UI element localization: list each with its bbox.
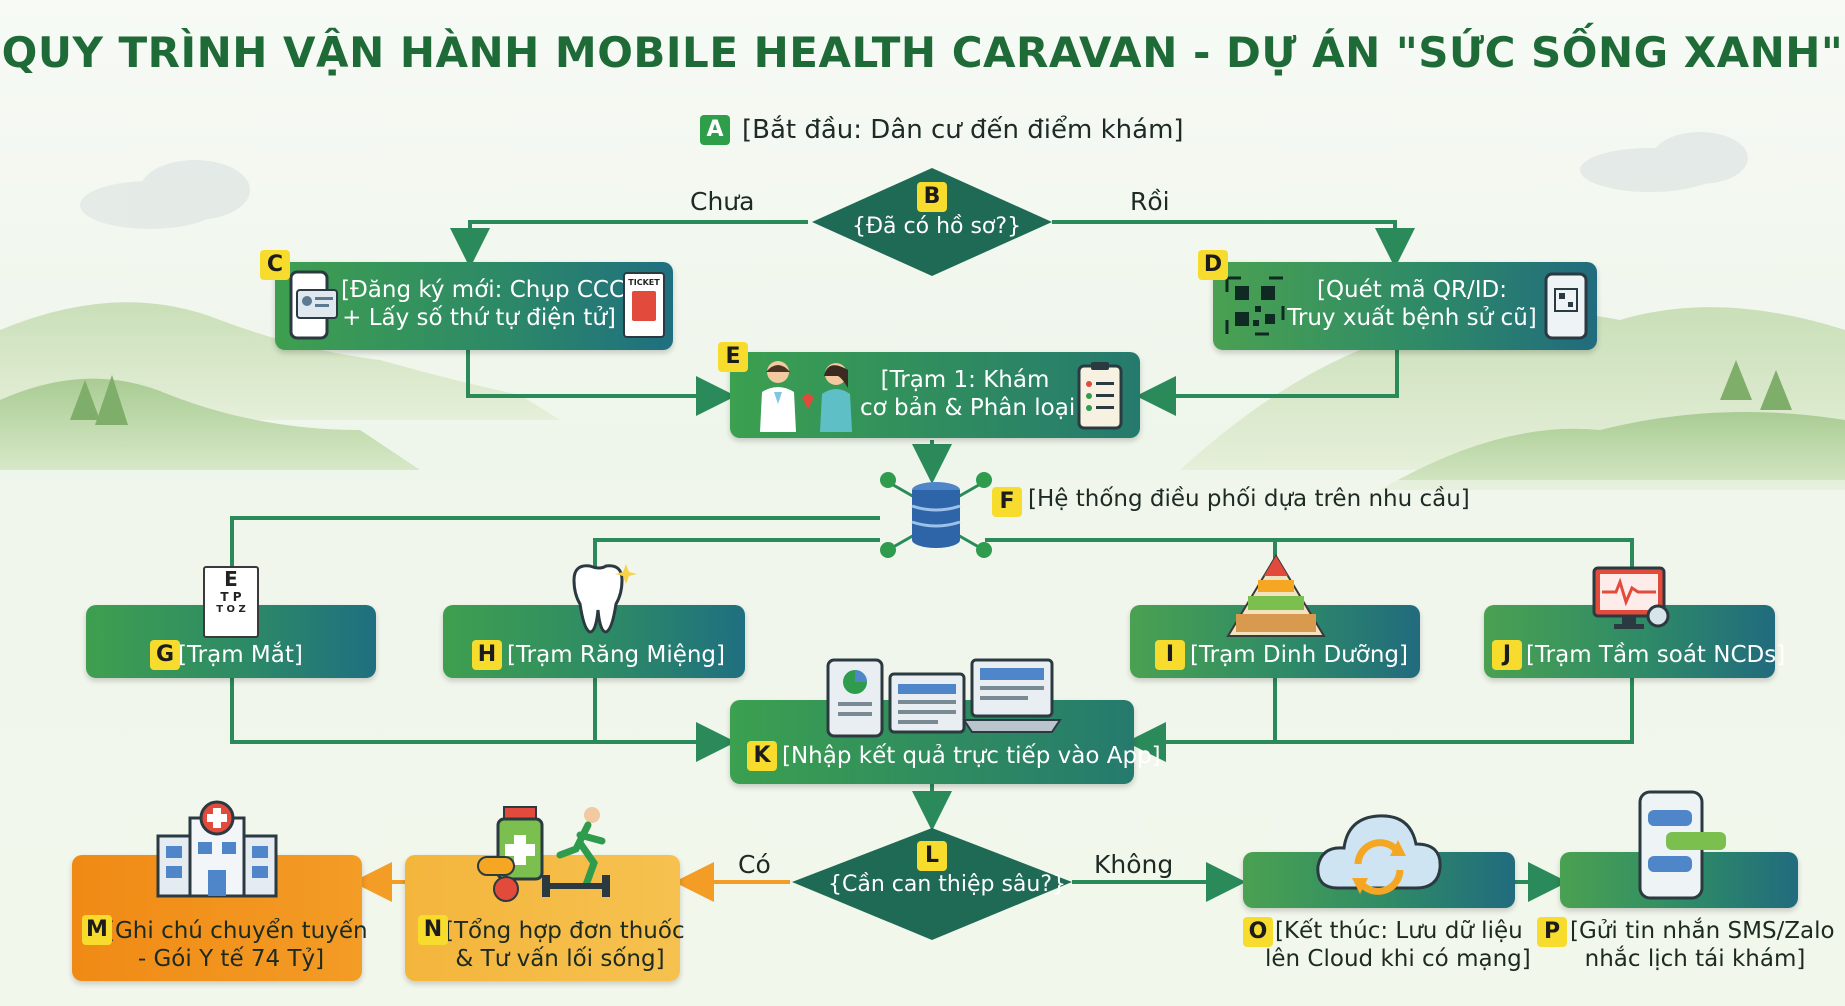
node-d-scan: [Quét mã QR/ID: Truy xuất bệnh sử cũ]	[1213, 262, 1597, 350]
doctor-patient-icon	[760, 361, 852, 432]
node-g-text: [Trạm Mắt]	[178, 642, 303, 668]
cloud-sync-icon	[1316, 814, 1442, 895]
node-h-text: [Trạm Răng Miệng]	[507, 642, 726, 668]
node-c-line2: + Lấy số thứ tự điện tử]	[342, 305, 616, 331]
node-m-line1: [Ghi chú chuyển tuyến	[106, 918, 368, 944]
node-e-line1: [Trạm 1: Khám	[880, 367, 1050, 393]
node-e-line2: cơ bản & Phân loại]	[860, 395, 1085, 421]
eye-chart-line1: E	[224, 567, 238, 591]
ticket-icon-label: TICKET	[628, 278, 660, 287]
node-p-line1: [Gửi tin nhắn SMS/Zalo	[1570, 918, 1835, 944]
node-d-line2: Truy xuất bệnh sử cũ]	[1287, 305, 1537, 331]
node-c-line1: [Đăng ký mới: Chụp CCCD	[341, 277, 643, 303]
badge-f: F	[992, 487, 1022, 517]
edge-b-c	[450, 220, 808, 268]
id-card-phone-icon	[289, 270, 338, 340]
devices-icon	[826, 658, 1062, 738]
decision-diamond-l	[792, 828, 1072, 940]
tooth-icon	[572, 564, 637, 634]
eye-chart-line3: T O Z	[216, 604, 246, 615]
node-m-line2: - Gói Y tế 74 Tỷ]	[137, 946, 325, 972]
node-f-coordination: [Hệ thống điều phối dựa trên nhu cầu]	[1028, 486, 1470, 512]
edge-label-khong: Không	[1094, 850, 1174, 879]
node-i-text: [Trạm Dinh Dưỡng]	[1190, 642, 1408, 668]
medicine-fitness-icon	[477, 806, 610, 902]
badge-a: A	[700, 115, 730, 145]
node-a-start: [Bắt đầu: Dân cư đến điểm khám]	[742, 115, 1184, 145]
edge-d-e	[1136, 350, 1399, 416]
node-o-line1: [Kết thúc: Lưu dữ liệu	[1275, 918, 1523, 944]
edge-label-roi: Rồi	[1130, 187, 1170, 216]
badge-o: O	[1243, 917, 1273, 947]
badge-c: C	[260, 250, 290, 280]
badge-p: P	[1537, 917, 1567, 947]
badge-e: E	[718, 342, 748, 372]
node-k-text: [Nhập kết quả trực tiếp vào App]	[782, 743, 1161, 769]
badge-n: N	[418, 915, 448, 945]
node-j-text: [Trạm Tầm soát NCDs]	[1526, 642, 1786, 668]
edge-label-co: Có	[738, 850, 771, 879]
node-l-decision-text: {Cần can thiệp sâu?}	[828, 872, 1067, 897]
node-e-station1: [Trạm 1: Khám cơ bản & Phân loại]	[730, 352, 1140, 438]
node-o-line2: lên Cloud khi có mạng]	[1265, 946, 1531, 972]
edge-c-e	[466, 350, 736, 416]
node-b-decision-text: {Đã có hồ sơ?}	[852, 214, 1022, 239]
badge-i: I	[1155, 640, 1185, 670]
node-n-line1: [Tổng hợp đơn thuốc	[445, 918, 685, 944]
badge-b: B	[917, 182, 947, 212]
node-m-referral: [Ghi chú chuyển tuyến - Gói Y tế 74 Tỷ]	[72, 855, 368, 981]
ticket-icon: TICKET	[623, 272, 665, 338]
badge-m: M	[82, 915, 112, 945]
edge-f-g	[230, 516, 880, 605]
phone-scan-icon	[1544, 272, 1588, 340]
edge-label-chua: Chưa	[690, 187, 755, 216]
badge-l: L	[917, 841, 947, 871]
node-d-line1: [Quét mã QR/ID:	[1316, 277, 1508, 303]
edge-j-k	[1126, 678, 1634, 762]
eye-chart-line2: T P	[220, 590, 242, 604]
qr-code-icon	[1225, 276, 1285, 336]
hospital-icon	[156, 800, 278, 898]
badge-d: D	[1198, 250, 1228, 280]
node-n-prescription: [Tổng hợp đơn thuốc & Tư vấn lối sống]	[405, 855, 685, 981]
food-pyramid-icon	[1226, 554, 1326, 637]
node-c-register: [Đăng ký mới: Chụp CCCD + Lấy số thứ tự …	[275, 262, 673, 350]
badge-h: H	[472, 640, 502, 670]
clipboard-icon	[1077, 362, 1123, 430]
badge-k: K	[747, 741, 777, 771]
badge-j: J	[1492, 640, 1522, 670]
edge-g-k	[230, 678, 736, 762]
node-n-line2: & Tư vấn lối sống]	[455, 946, 665, 972]
heart-monitor-icon	[1592, 566, 1670, 629]
chat-phone-icon	[1638, 790, 1726, 900]
eye-chart-icon: E T P T O Z	[203, 566, 259, 638]
ticket-icon-stripe	[632, 291, 656, 321]
badge-g: G	[150, 640, 180, 670]
edge-b-d	[1052, 220, 1415, 268]
node-p-line2: nhắc lịch tái khám]	[1584, 946, 1806, 972]
page-title: QUY TRÌNH VẬN HÀNH MOBILE HEALTH CARAVAN…	[1, 28, 1844, 77]
database-network-icon	[880, 472, 992, 558]
decision-diamond-b	[812, 168, 1052, 276]
